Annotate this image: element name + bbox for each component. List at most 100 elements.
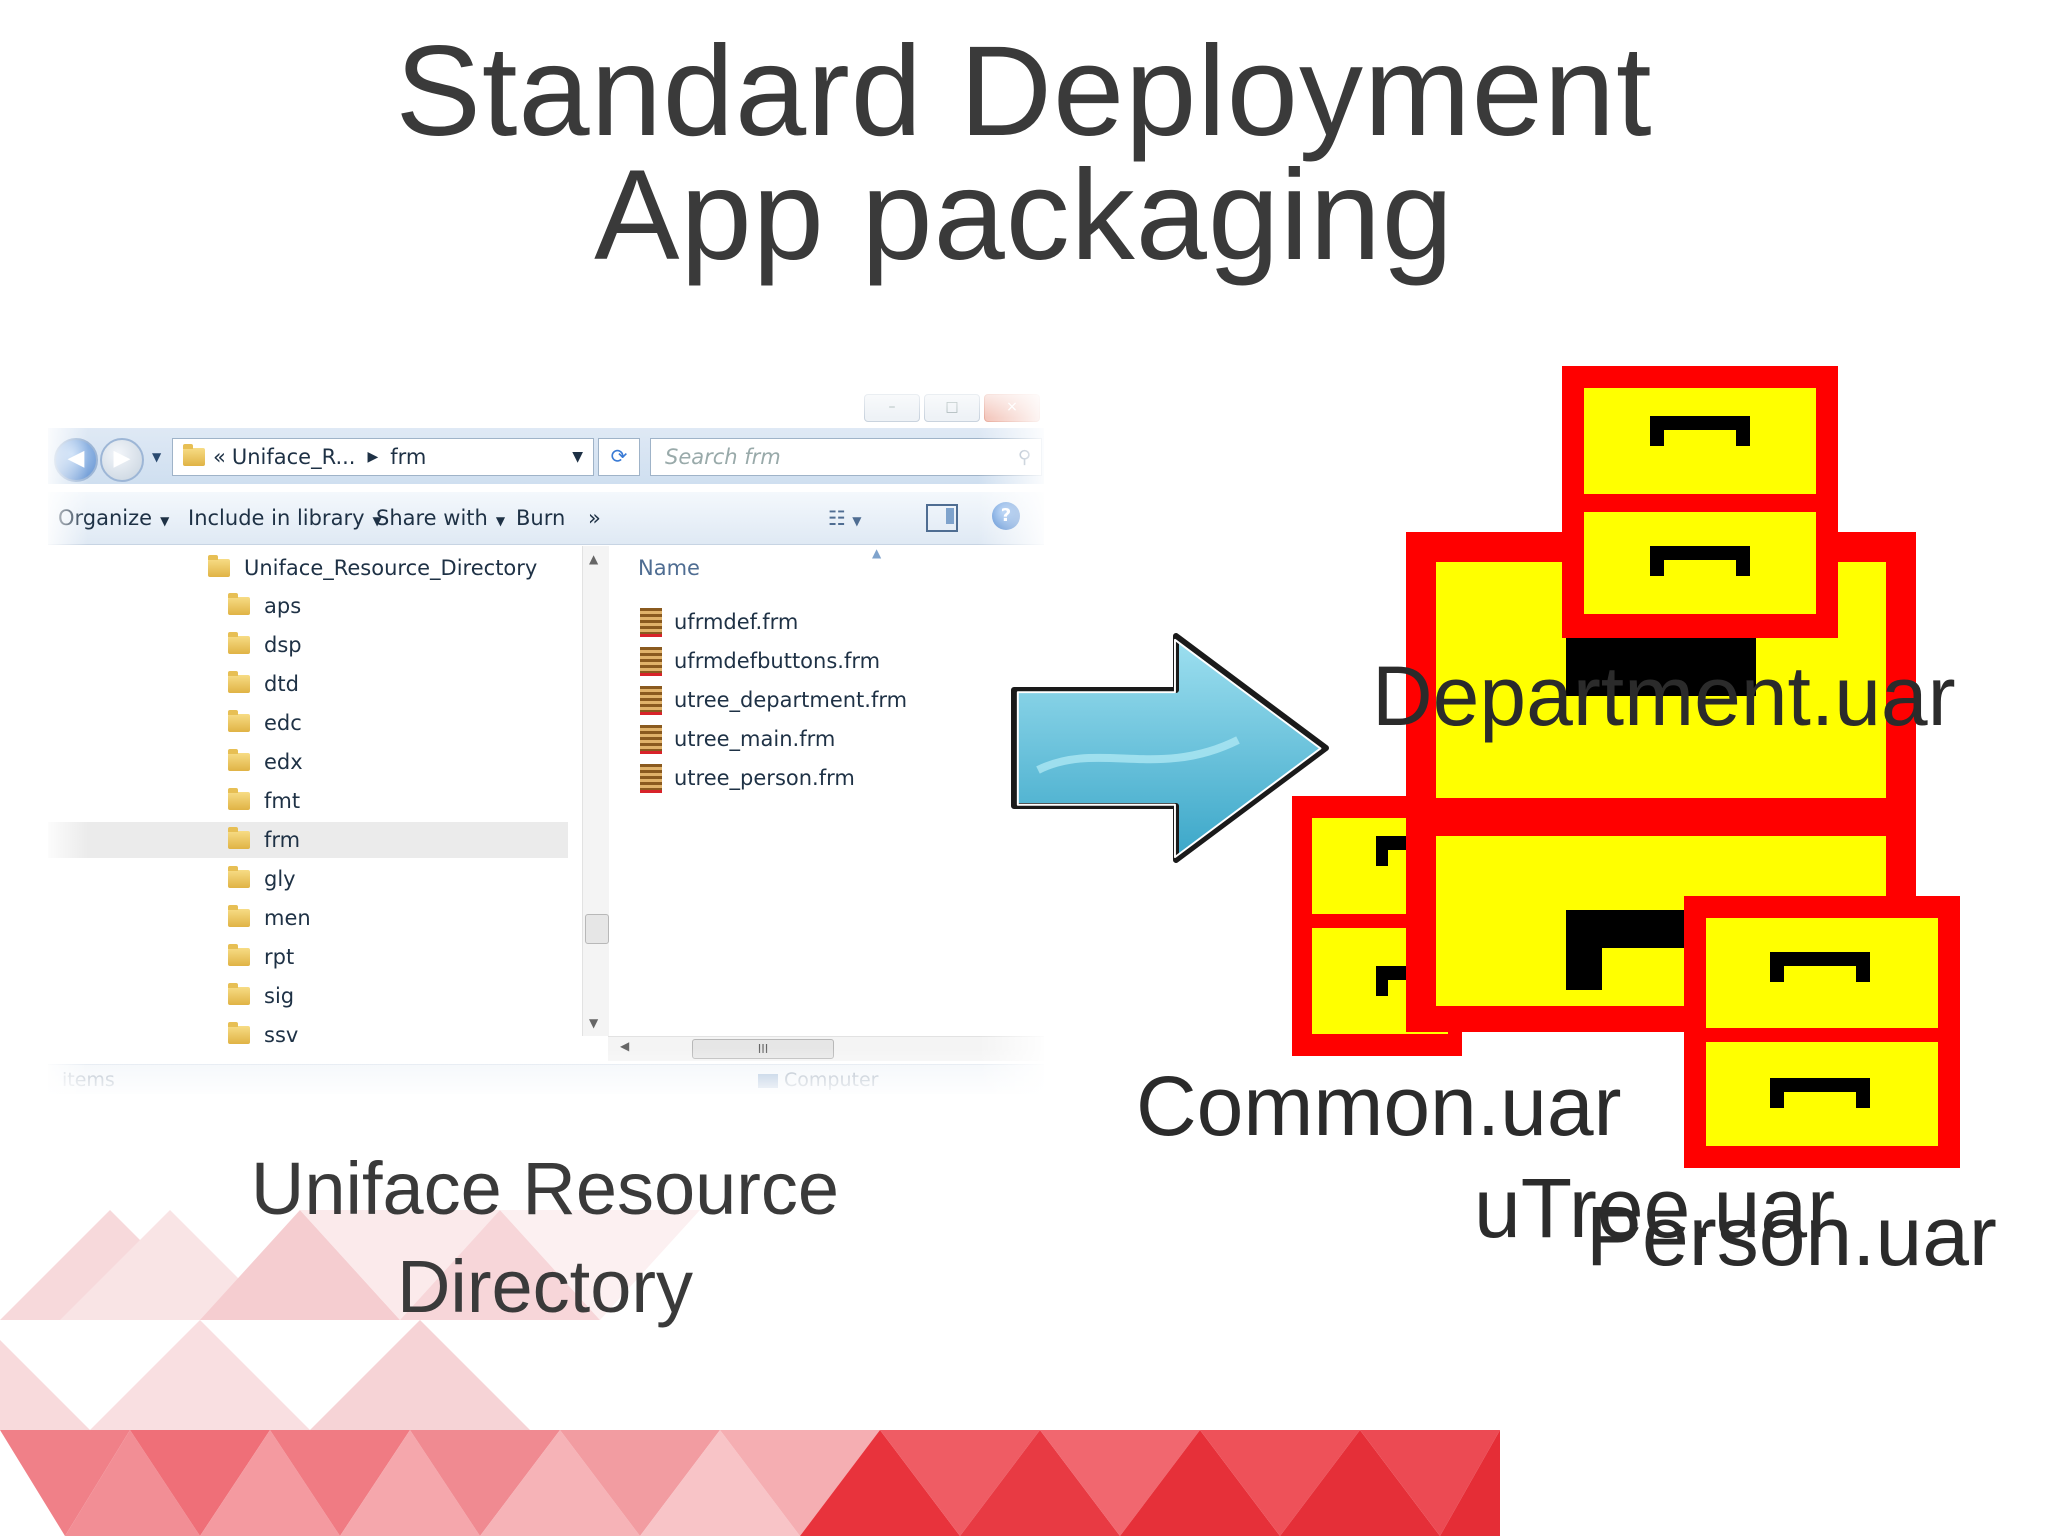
status-bar: items Computer <box>48 1064 1044 1094</box>
scroll-left-icon[interactable]: ◀ <box>620 1039 630 1053</box>
frm-file-icon <box>640 685 662 715</box>
nav-folder-label: fmt <box>264 789 301 813</box>
file-item[interactable]: utree_department.frm <box>640 682 907 718</box>
minimize-button[interactable]: – <box>864 394 920 422</box>
nav-folder-dsp[interactable]: dsp <box>228 627 302 663</box>
breadcrumb-separator-icon[interactable]: ▶ <box>367 449 379 465</box>
file-list-pane: ▲ Name ufrmdef.frm ufrmdefbuttons.frm utre… <box>608 546 1044 1036</box>
nav-folder-edx[interactable]: edx <box>228 744 303 780</box>
department-uar-label: Department.uar <box>1372 649 1956 743</box>
person-uar-label: Person.uar <box>1586 1189 1997 1283</box>
nav-folder-label: gly <box>264 867 296 891</box>
burn-button[interactable]: Burn <box>516 506 566 530</box>
nav-folder-label: frm <box>264 828 301 852</box>
preview-pane-icon[interactable] <box>926 504 958 532</box>
chevron-down-icon: ▼ <box>160 514 170 528</box>
explorer-caption: Uniface Resource Directory <box>150 1140 940 1336</box>
nav-folder-men[interactable]: men <box>228 900 311 936</box>
file-name: utree_department.frm <box>674 688 908 712</box>
nav-root-folder[interactable]: Uniface_Resource_Directory <box>208 550 537 586</box>
scroll-up-icon[interactable]: ▲ <box>589 552 599 566</box>
title-line-1: Standard Deployment <box>395 20 1653 163</box>
search-icon[interactable]: ⚲ <box>1017 446 1031 468</box>
scroll-thumb[interactable] <box>585 914 609 944</box>
frm-file-icon <box>640 763 662 793</box>
scroll-down-icon[interactable]: ▼ <box>589 1016 599 1030</box>
navigation-pane: Uniface_Resource_Directory aps dsp dtd edc e… <box>48 546 582 1047</box>
nav-folder-dtd[interactable]: dtd <box>228 666 299 702</box>
nav-folder-sig[interactable]: sig <box>228 978 294 1014</box>
nav-folder-gly[interactable]: gly <box>228 861 296 897</box>
file-item[interactable]: ufrmdefbuttons.frm <box>640 643 880 679</box>
caption-line-2: Directory <box>396 1245 694 1328</box>
file-scrollbar[interactable]: ◀ III <box>608 1036 1044 1061</box>
scroll-thumb[interactable]: III <box>692 1039 834 1059</box>
nav-folder-label: edx <box>264 750 303 774</box>
include-label: Include in library <box>188 506 365 530</box>
folder-icon <box>228 710 250 732</box>
address-overflow[interactable]: « <box>213 445 226 469</box>
folder-icon <box>228 827 250 849</box>
file-name: utree_main.frm <box>674 727 836 751</box>
help-icon[interactable]: ? <box>992 502 1020 530</box>
frm-file-icon <box>640 607 662 637</box>
view-icon[interactable]: ☷ ▼ <box>828 506 862 530</box>
organize-button[interactable]: Organize ▼ <box>58 506 169 530</box>
file-name: ufrmdef.frm <box>674 610 799 634</box>
sort-arrow-icon: ▲ <box>872 546 882 560</box>
name-column-header[interactable]: Name <box>638 556 700 580</box>
close-button[interactable]: × <box>984 394 1040 422</box>
window-controls: – □ × <box>864 394 1040 424</box>
explorer-window: – □ × ◀ ▶ ▼ « Uniface_R... ▶ frm ▼ ⟳ Sea… <box>48 388 1044 1094</box>
nav-folder-rpt[interactable]: rpt <box>228 939 294 975</box>
address-bar-row: ◀ ▶ ▼ « Uniface_R... ▶ frm ▼ ⟳ Search fr… <box>48 428 1044 484</box>
nav-folder-aps[interactable]: aps <box>228 588 301 624</box>
folder-icon <box>228 1022 250 1044</box>
address-dropdown-icon[interactable]: ▼ <box>572 449 583 465</box>
nav-folder-edc[interactable]: edc <box>228 705 302 741</box>
folder-icon <box>208 555 230 577</box>
utree-uar-label: uTree.uar <box>1474 1161 1836 1255</box>
computer-icon <box>758 1073 778 1088</box>
folder-icon <box>183 444 205 466</box>
nav-folder-label: ssv <box>264 1023 299 1047</box>
share-with-button[interactable]: Share with▼ <box>376 506 505 530</box>
more-commands-button[interactable]: » <box>588 506 601 530</box>
organize-label: Organize <box>58 506 153 530</box>
right-arrow-icon <box>1011 633 1329 863</box>
breadcrumb-uniface[interactable]: Uniface_R... <box>231 445 356 469</box>
maximize-button[interactable]: □ <box>924 394 980 422</box>
nav-folder-ssv[interactable]: ssv <box>228 1017 298 1053</box>
folder-icon <box>228 788 250 810</box>
include-in-library-button[interactable]: Include in library▼ <box>188 506 382 530</box>
file-name: ufrmdefbuttons.frm <box>674 649 881 673</box>
nav-folder-frm[interactable]: frm <box>48 822 568 858</box>
file-item[interactable]: utree_person.frm <box>640 760 855 796</box>
computer-label: Computer <box>784 1069 879 1091</box>
breadcrumb-frm[interactable]: frm <box>390 445 427 469</box>
nav-folder-label: dtd <box>264 672 299 696</box>
file-item[interactable]: ufrmdef.frm <box>640 604 798 640</box>
search-placeholder: Search frm <box>665 445 781 469</box>
chevron-down-icon: ▼ <box>495 514 506 528</box>
recent-pages-dropdown[interactable]: ▼ <box>152 450 162 464</box>
filing-cabinets-icon <box>1292 366 1960 1168</box>
folder-icon <box>228 593 250 615</box>
file-item[interactable]: utree_main.frm <box>640 721 835 757</box>
forward-arrow-icon[interactable]: ▶ <box>100 438 144 482</box>
refresh-icon[interactable]: ⟳ <box>598 438 640 476</box>
folder-icon <box>228 983 250 1005</box>
file-name: utree_person.frm <box>674 766 855 790</box>
nav-folder-label: aps <box>264 594 302 618</box>
nav-scrollbar[interactable]: ▲ ▼ <box>582 546 609 1036</box>
address-field[interactable]: « Uniface_R... ▶ frm ▼ <box>172 438 594 476</box>
search-input[interactable]: Search frm ⚲ <box>650 438 1042 476</box>
nav-root-label: Uniface_Resource_Directory <box>244 556 538 580</box>
nav-folder-fmt[interactable]: fmt <box>228 783 300 819</box>
nav-folder-label: rpt <box>264 945 295 969</box>
folder-icon <box>228 671 250 693</box>
back-arrow-icon[interactable]: ◀ <box>54 438 98 482</box>
nav-folder-label: edc <box>264 711 302 735</box>
common-uar-label: Common.uar <box>1136 1059 1622 1153</box>
